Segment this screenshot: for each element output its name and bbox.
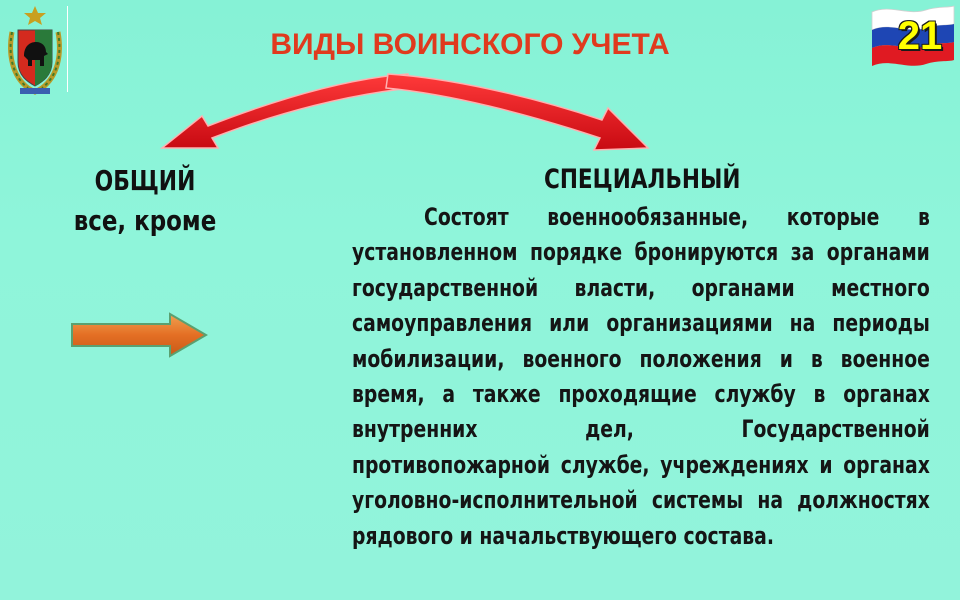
emblem-divider [67,6,68,92]
general-subtitle: все, кроме [73,204,217,237]
page-title: ВИДЫ ВОИНСКОГО УЧЕТА [270,28,670,61]
slide-number: 21 [897,14,943,58]
karelia-coat-of-arms-icon [8,6,62,95]
right-arrow-icon [71,312,208,358]
special-description-area: Состоят военнообязанные, которые в устан… [352,200,930,600]
russian-flag-icon [871,5,955,66]
general-heading: ОБЩИЙ [94,164,196,197]
special-description: Состоят военнообязанные, которые в устан… [352,203,930,550]
double-curved-arrow-icon [159,73,650,151]
special-heading: СПЕЦИАЛЬНЫЙ [544,164,741,195]
